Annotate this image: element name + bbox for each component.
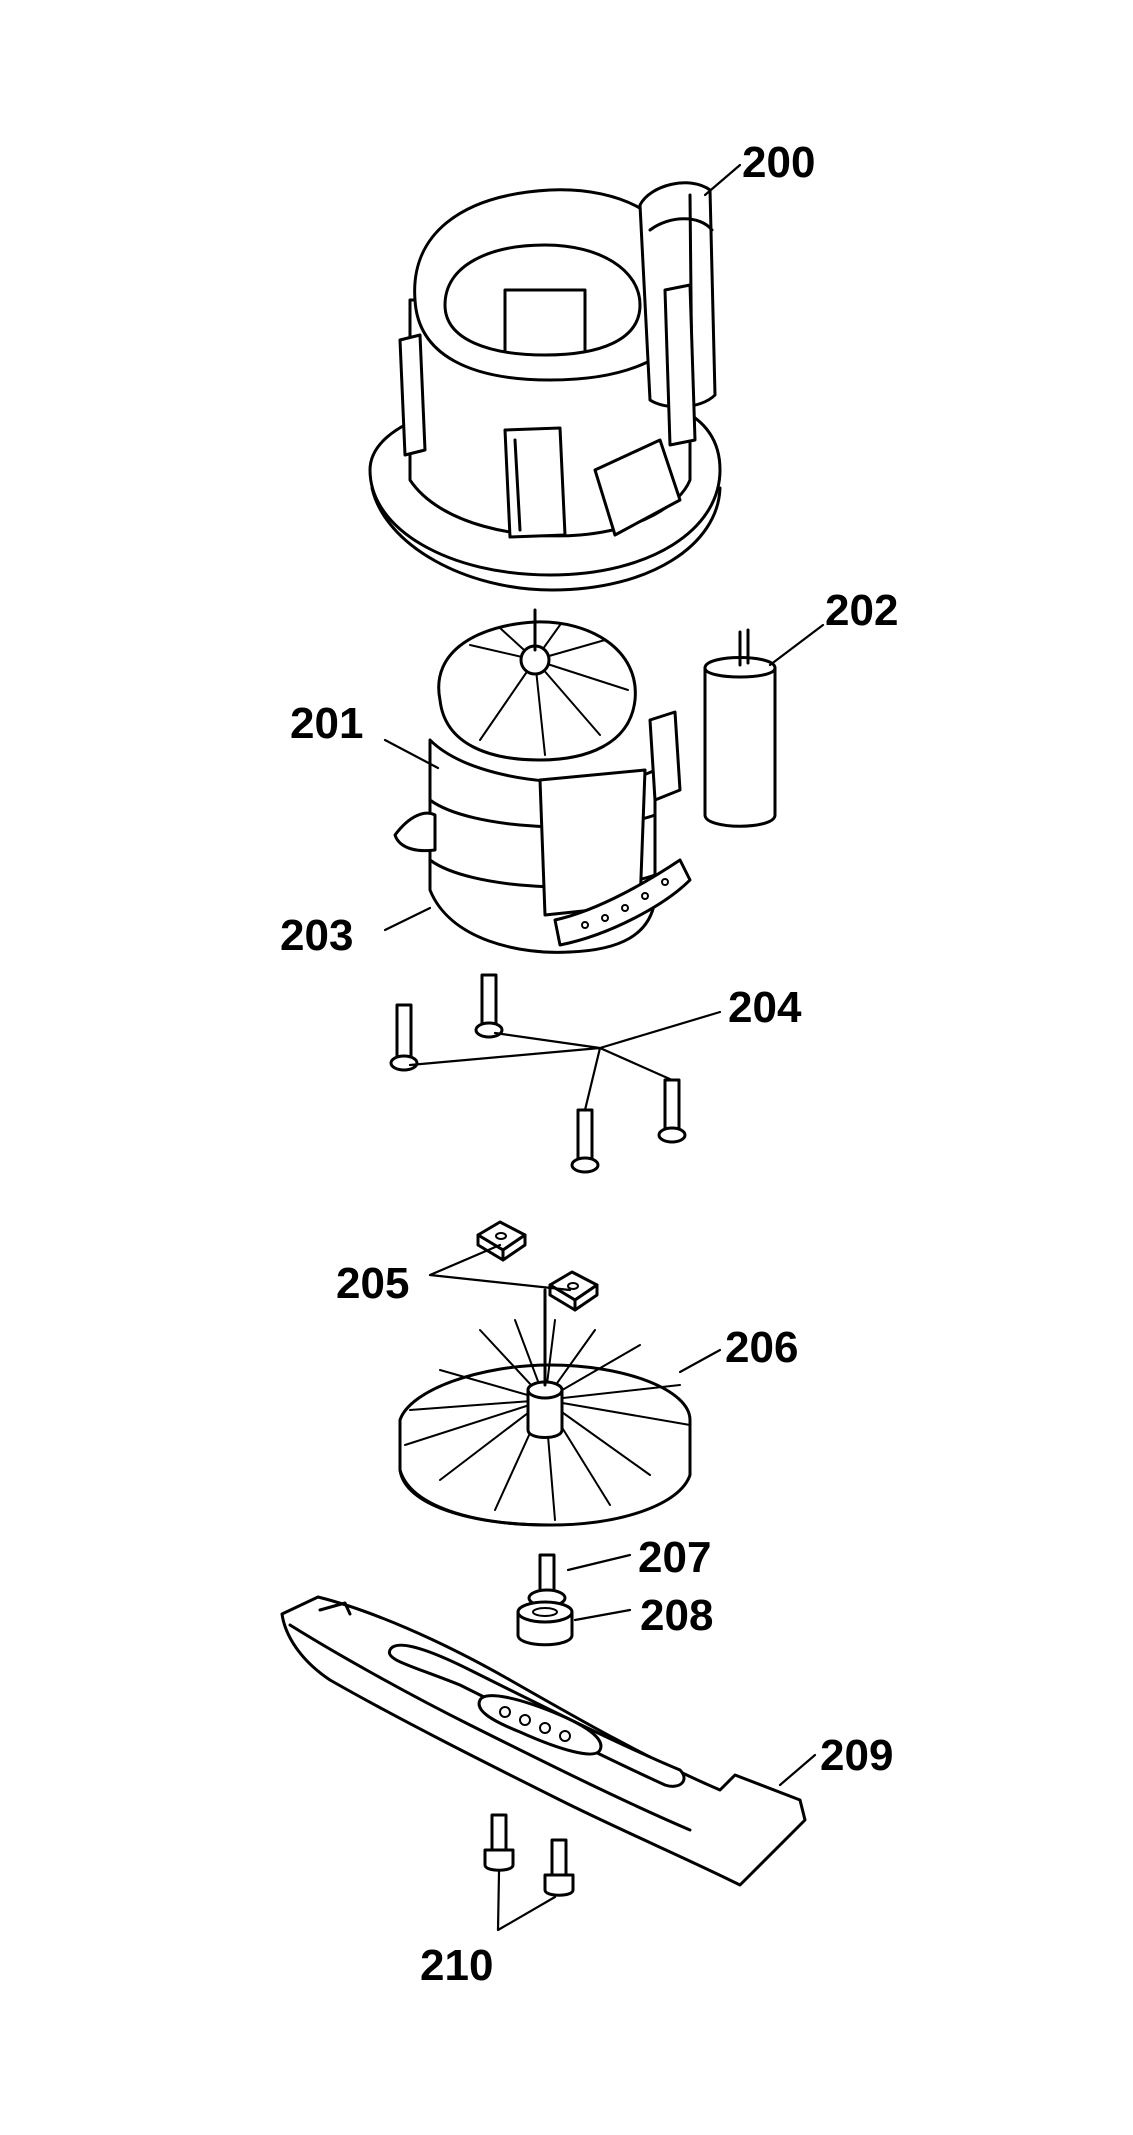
motor-housing-200 — [368, 181, 722, 592]
label-204: 204 — [728, 983, 802, 1032]
label-205: 205 — [336, 1259, 409, 1308]
label-210: 210 — [420, 1941, 493, 1990]
label-202: 202 — [825, 586, 898, 635]
screw-204-b — [474, 973, 504, 1039]
square-nuts-205 — [476, 1220, 599, 1312]
screw-204-a — [389, 1003, 419, 1072]
bolt-210-b — [543, 1838, 575, 1897]
fan-impeller-206 — [398, 1288, 692, 1527]
bolt-207 — [527, 1553, 567, 1608]
label-201: 201 — [290, 699, 363, 748]
screw-204-c — [570, 1108, 600, 1174]
label-206: 206 — [725, 1323, 798, 1372]
label-200: 200 — [742, 138, 815, 187]
capacitor-202 — [703, 628, 777, 828]
screw-204-d — [657, 1078, 687, 1144]
blade-bolts-210 — [483, 1813, 575, 1897]
label-207: 207 — [638, 1533, 711, 1582]
bolt-210-a — [483, 1813, 515, 1872]
label-203: 203 — [280, 911, 353, 960]
screws-204 — [389, 973, 687, 1174]
electric-motor-201 — [393, 608, 692, 954]
label-208: 208 — [640, 1591, 713, 1640]
label-209: 209 — [820, 1731, 893, 1780]
part-labels: 200 201 202 203 204 205 206 207 208 209 … — [280, 138, 898, 1990]
leader-lines — [383, 163, 825, 1932]
mower-blade-209 — [280, 1595, 807, 1887]
spacer-208 — [516, 1600, 574, 1647]
